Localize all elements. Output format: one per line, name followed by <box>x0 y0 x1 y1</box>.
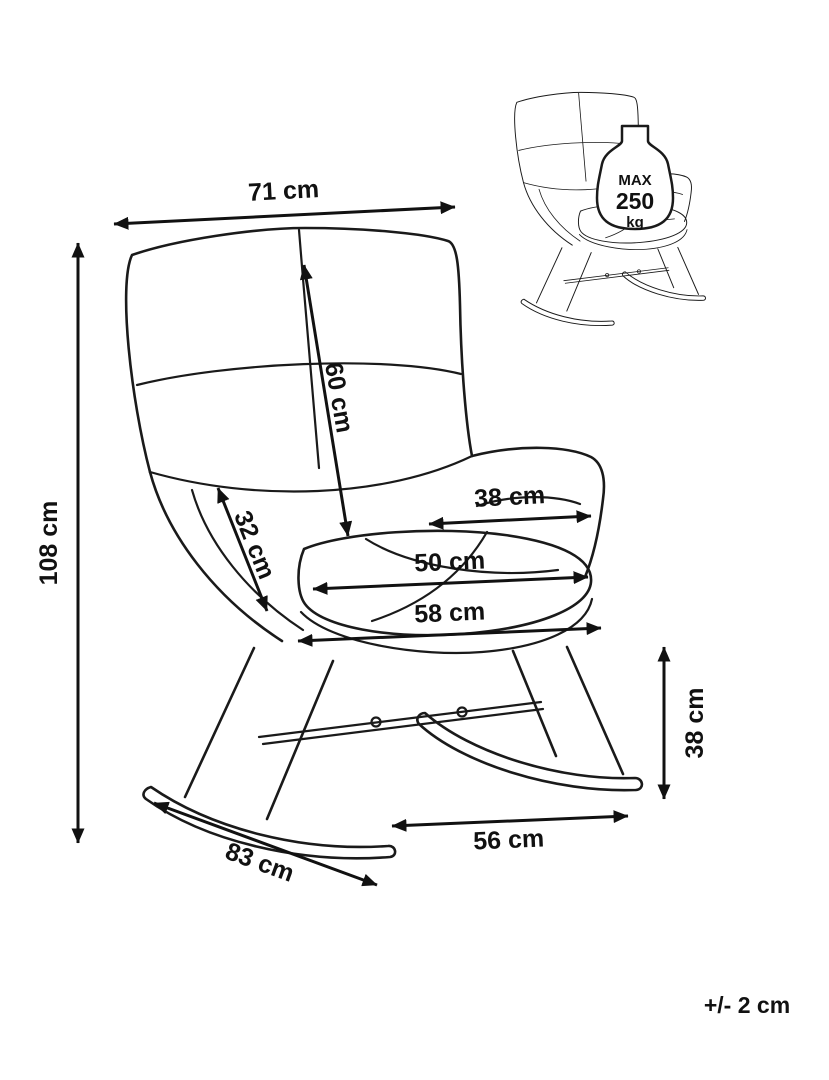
seat-cushion-outline <box>297 529 593 637</box>
dim-base-length-arrow <box>153 801 378 887</box>
rocker-left <box>142 785 397 860</box>
backrest-bottom-seam <box>148 454 474 493</box>
max-load-prefix: MAX <box>618 172 651 189</box>
dim-rocker-span-label: 56 cm <box>473 824 545 855</box>
leg-front-right <box>565 645 625 776</box>
tolerance-note: +/- 2 cm <box>704 992 790 1018</box>
stretcher-bar-bottom <box>261 707 545 746</box>
dim-seat-width-arrow <box>312 571 589 595</box>
dim-total-height-label: 108 cm <box>35 501 63 586</box>
max-load-inset: MAX 250 kg <box>514 91 706 327</box>
dim-rocker-span-arrow <box>391 810 629 832</box>
dim-top-width-arrow <box>113 201 456 230</box>
dim-backrest-label: 60 cm <box>319 360 359 435</box>
dim-top-width-label: 71 cm <box>247 175 319 207</box>
dim-side-depth-arrow <box>216 487 269 612</box>
dim-rocker-height-label: 38 cm <box>681 688 709 759</box>
rocking-chair-drawing <box>124 226 644 860</box>
max-load-unit: kg <box>626 214 644 231</box>
armrest-inner <box>475 496 582 508</box>
dim-total-height: 108 cm <box>35 242 85 844</box>
dim-seat-width: 50 cm <box>312 546 589 595</box>
leg-rear-left <box>183 646 256 799</box>
screw-detail-2 <box>456 706 468 718</box>
dim-seat-width-label: 50 cm <box>414 546 486 577</box>
backrest-horizontal-seam <box>135 362 463 387</box>
max-load-value: 250 <box>616 188 654 214</box>
dim-side-depth: 32 cm <box>216 487 281 612</box>
dim-armrest-arrow <box>428 510 592 530</box>
dim-base-length-label: 83 cm <box>222 837 298 888</box>
armrest-outer <box>470 446 606 579</box>
weight-icon <box>595 124 675 231</box>
dimension-annotations: 71 cm 108 cm 60 cm 32 cm 38 cm 50 cm <box>35 175 709 888</box>
dim-armrest-label: 38 cm <box>473 481 545 513</box>
dim-seat-outer-width-label: 58 cm <box>414 597 486 628</box>
dim-armrest: 38 cm <box>428 481 592 530</box>
dim-seat-outer-width: 58 cm <box>297 597 602 647</box>
backrest-outline <box>124 226 474 474</box>
screw-detail-1 <box>370 716 382 728</box>
rocker-right <box>416 711 644 792</box>
dim-rocker-height: 38 cm <box>657 646 709 800</box>
dim-seat-outer-width-arrow <box>297 622 602 647</box>
dim-backrest-arrow <box>299 264 353 537</box>
backrest-vertical-seam <box>297 228 321 470</box>
dim-rocker-span: 56 cm <box>391 810 629 856</box>
dim-top-width: 71 cm <box>113 175 456 230</box>
side-wing-outer <box>148 470 284 643</box>
stretcher-bar-top <box>257 700 543 739</box>
